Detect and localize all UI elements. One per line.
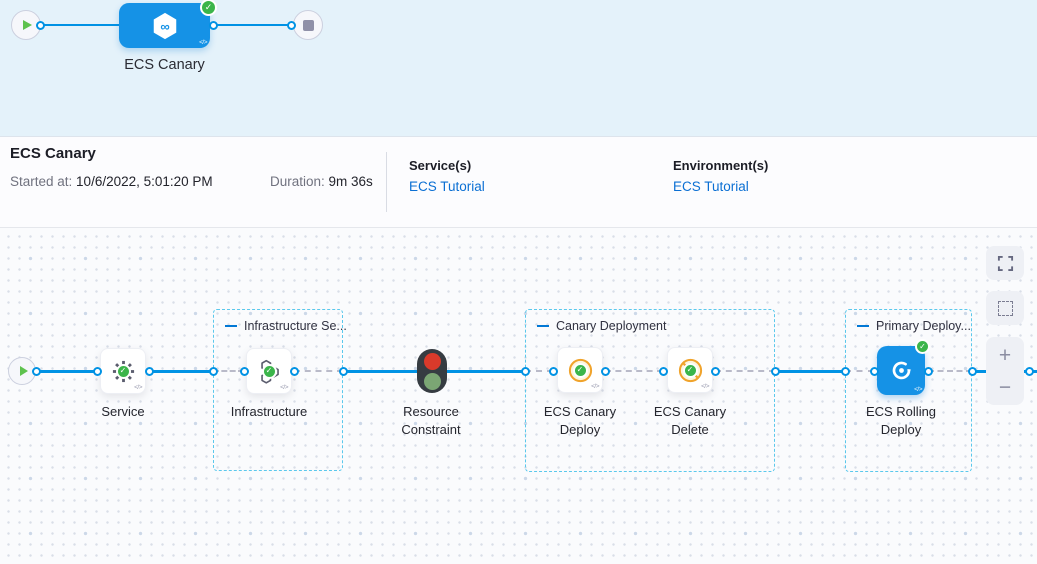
stage-node-label: ECS Canary xyxy=(124,57,205,73)
stop-icon xyxy=(302,19,314,31)
connector-line xyxy=(40,23,121,26)
connector-dot xyxy=(1024,366,1034,376)
connector-line-dashed xyxy=(525,370,553,372)
collapse-minus-icon[interactable] xyxy=(225,324,237,328)
zoom-out-button[interactable]: − xyxy=(998,375,1012,399)
started-at: Started at: 10/6/2022, 5:01:20 PM xyxy=(10,174,213,189)
status-success-badge: ✓ xyxy=(682,362,698,378)
code-badge-icon: </> xyxy=(199,38,207,46)
connector-line-dashed xyxy=(605,370,663,372)
connector-line-dashed xyxy=(213,370,244,372)
zoom-panel: + − xyxy=(986,337,1024,405)
group-title: Infrastructure Se... xyxy=(225,319,347,333)
connector-dot xyxy=(520,366,530,376)
stage-graph-bar: ∞ </> ✓ ECS Canary xyxy=(0,0,1037,137)
step-node-service[interactable]: ✓ </> xyxy=(100,348,146,394)
step-node-infrastructure[interactable]: ✓ </> xyxy=(246,348,292,394)
connector-dot xyxy=(840,366,850,376)
step-node-ecs-canary-deploy[interactable]: ✓ </> xyxy=(557,347,603,393)
execution-graph-canvas[interactable]: Infrastructure Se... Canary Deployment P… xyxy=(0,228,1037,564)
step-label: Infrastructure xyxy=(230,404,308,419)
connector-dot xyxy=(208,20,218,30)
connector-line-dashed xyxy=(715,370,775,372)
execution-summary-bar: ECS Canary Started at: 10/6/2022, 5:01:2… xyxy=(0,137,1037,228)
connector-line xyxy=(36,370,97,373)
connector-dot xyxy=(31,366,41,376)
group-title: Primary Deploy... xyxy=(857,319,971,333)
status-success-badge: ✓ xyxy=(200,0,217,16)
play-icon xyxy=(19,366,28,376)
harness-pipeline-icon: ∞ xyxy=(153,12,176,39)
connector-dot xyxy=(770,366,780,376)
connector-dot xyxy=(600,366,610,376)
step-label: Resource Constraint xyxy=(401,404,461,437)
stage-node-ecs-canary[interactable]: ∞ </> xyxy=(119,3,210,48)
connector-dot xyxy=(548,366,558,376)
svg-text:∞: ∞ xyxy=(160,18,169,33)
status-success-badge: ✓ xyxy=(261,363,277,379)
pipeline-stop-button[interactable] xyxy=(293,10,323,40)
group-canary-deployment: Canary Deployment xyxy=(525,309,775,472)
fullscreen-button[interactable] xyxy=(986,246,1024,280)
connector-dot xyxy=(338,366,348,376)
duration: Duration: 9m 36s xyxy=(270,174,373,189)
connector-line xyxy=(213,23,291,26)
step-label: ECS Canary Deploy xyxy=(543,404,617,437)
code-badge-icon: </> xyxy=(134,383,142,391)
step-label: ECS Rolling Deploy xyxy=(865,404,937,437)
status-success-badge: ✓ xyxy=(915,339,930,354)
step-node-resource-constraint[interactable] xyxy=(417,349,447,393)
step-node-ecs-rolling-deploy[interactable]: ✓ </> xyxy=(877,339,930,395)
status-success-badge: ✓ xyxy=(115,363,131,379)
code-badge-icon: </> xyxy=(701,382,709,390)
collapse-minus-icon[interactable] xyxy=(857,324,869,328)
traffic-green-light xyxy=(423,372,441,390)
connector-line-dashed xyxy=(928,370,972,372)
services-label: Service(s) xyxy=(409,158,472,173)
connector-dot xyxy=(286,20,296,30)
code-badge-icon: </> xyxy=(591,382,599,390)
connector-line-dashed xyxy=(294,370,343,372)
divider xyxy=(386,152,387,212)
connector-dot xyxy=(658,366,668,376)
connector-line xyxy=(149,370,213,373)
connector-dot xyxy=(144,366,154,376)
group-infrastructure-section: Infrastructure Se... xyxy=(213,309,347,471)
connector-line-dashed xyxy=(845,370,874,372)
step-node-ecs-canary-delete[interactable]: ✓ </> xyxy=(667,347,713,393)
services-link[interactable]: ECS Tutorial xyxy=(409,179,485,194)
marquee-select-icon xyxy=(997,300,1013,316)
step-label: ECS Canary Delete xyxy=(653,404,727,437)
connector-dot xyxy=(239,366,249,376)
environments-label: Environment(s) xyxy=(673,158,769,173)
environments-link[interactable]: ECS Tutorial xyxy=(673,179,749,194)
connector-dot xyxy=(967,366,977,376)
code-badge-icon: </> xyxy=(914,385,922,393)
ecs-rolling-icon xyxy=(892,361,911,380)
connector-dot xyxy=(923,366,933,376)
group-primary-deployment: Primary Deploy... xyxy=(845,309,972,472)
zoom-in-button[interactable]: + xyxy=(998,343,1012,367)
marquee-select-button[interactable] xyxy=(986,291,1024,325)
fullscreen-icon xyxy=(997,255,1013,271)
connector-line xyxy=(775,370,845,373)
step-label: Service xyxy=(101,404,145,419)
group-title: Canary Deployment xyxy=(537,319,666,333)
collapse-minus-icon[interactable] xyxy=(537,324,549,328)
connector-dot xyxy=(869,366,879,376)
traffic-red-light xyxy=(423,352,441,370)
connector-dot xyxy=(35,20,45,30)
play-icon xyxy=(23,20,32,30)
pipeline-title: ECS Canary xyxy=(10,145,96,162)
status-success-badge: ✓ xyxy=(572,362,588,378)
connector-dot xyxy=(92,366,102,376)
connector-dot xyxy=(710,366,720,376)
code-badge-icon: </> xyxy=(280,383,288,391)
connector-dot xyxy=(289,366,299,376)
connector-dot xyxy=(208,366,218,376)
